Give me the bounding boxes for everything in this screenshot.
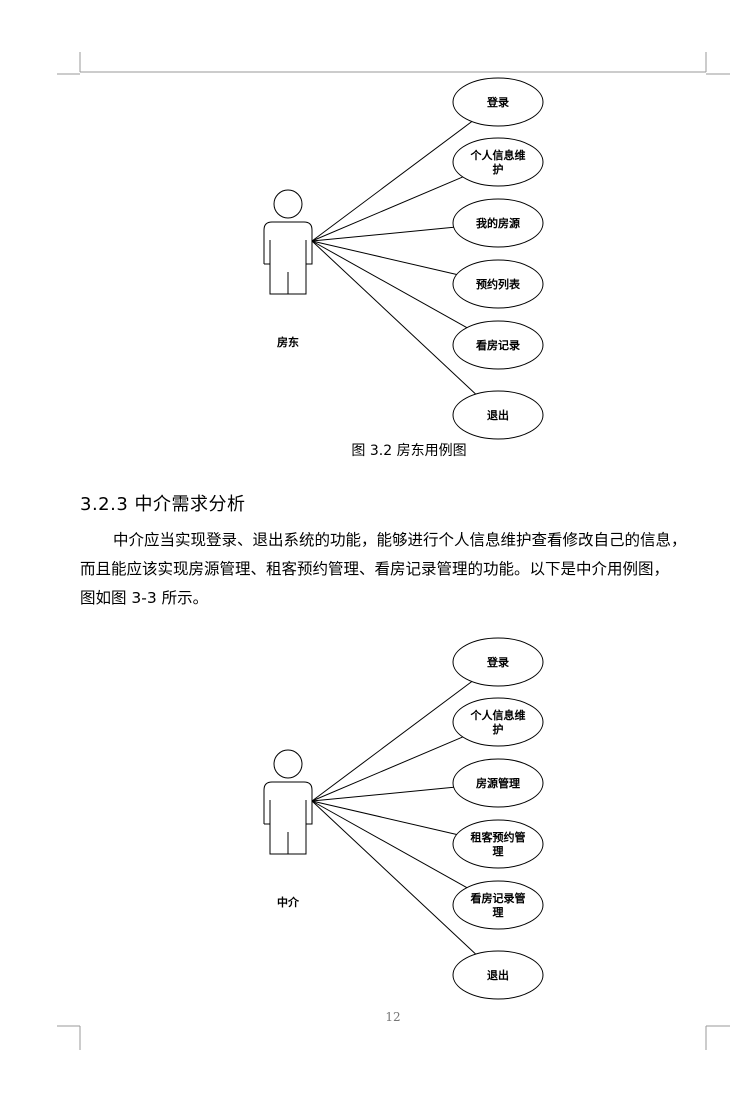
- association-line: [311, 240, 477, 395]
- use-case-label: 看房记录管: [471, 891, 526, 905]
- association-line: [311, 786, 454, 802]
- page-number: 12: [385, 1010, 401, 1024]
- actor-figure: [263, 189, 313, 295]
- use-case-label: 预约列表: [476, 277, 521, 291]
- use-case: 租客预约管理: [452, 819, 544, 869]
- actor-label: 中介: [277, 895, 300, 909]
- footer-corner-marks: [57, 1025, 730, 1050]
- use-case-label: 房源管理: [476, 776, 520, 790]
- association-line: [311, 800, 468, 889]
- use-case-label: 理: [493, 906, 504, 919]
- paragraph-line: 图如图 3-3 所示。: [80, 589, 209, 607]
- use-case: 个人信息维护: [452, 137, 544, 187]
- use-case: 个人信息维护: [452, 697, 544, 747]
- use-case: 预约列表: [452, 259, 544, 309]
- use-case-label: 护: [493, 722, 504, 736]
- association-line: [311, 176, 463, 242]
- use-case-label: 租客预约管: [471, 830, 526, 844]
- section-heading: 3.2.3 中介需求分析: [80, 494, 246, 515]
- association-line: [311, 226, 454, 242]
- use-case-label: 个人信息维: [470, 708, 526, 722]
- use-case: 退出: [452, 950, 544, 1000]
- figure-caption: 图 3.2 房东用例图: [351, 443, 467, 459]
- association-line: [311, 240, 468, 329]
- actor-figure: [263, 749, 313, 855]
- use-case: 登录: [452, 637, 544, 687]
- use-case: 登录: [452, 77, 544, 127]
- header-rule: [57, 52, 730, 75]
- association-line: [311, 240, 457, 275]
- paragraph-line: 中介应当实现登录、退出系统的功能，能够进行个人信息维护查看修改自己的信息，: [113, 531, 687, 549]
- use-case-label: 我的房源: [476, 216, 520, 230]
- use-case: 房源管理: [452, 758, 544, 808]
- use-case-label: 个人信息维: [470, 148, 526, 162]
- use-case-label: 护: [493, 162, 504, 176]
- use-case-label: 登录: [486, 655, 509, 669]
- use-case-label: 理: [493, 845, 504, 858]
- association-line: [311, 681, 473, 802]
- actor-label: 房东: [277, 335, 299, 349]
- use-case: 退出: [452, 390, 544, 440]
- paragraph-line: 而且能应该实现房源管理、租客预约管理、看房记录管理的功能。以下是中介用例图，: [80, 560, 670, 578]
- association-line: [311, 736, 463, 802]
- use-case-label: 退出: [487, 968, 509, 982]
- use-case-label: 看房记录: [476, 338, 520, 352]
- use-case-label: 登录: [486, 95, 509, 109]
- body-paragraph: 中介应当实现登录、退出系统的功能，能够进行个人信息维护查看修改自己的信息， 而且…: [80, 526, 710, 613]
- association-line: [311, 121, 473, 242]
- use-case: 看房记录: [452, 320, 544, 370]
- use-case-label: 退出: [487, 408, 509, 422]
- use-case: 看房记录管理: [452, 880, 544, 930]
- association-line: [311, 800, 457, 835]
- use-case: 我的房源: [452, 198, 544, 248]
- association-line: [311, 800, 477, 955]
